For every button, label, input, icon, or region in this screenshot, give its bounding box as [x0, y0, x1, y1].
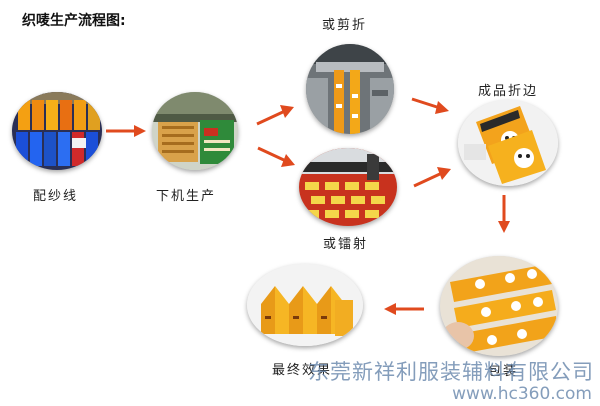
- arrow-down-right-icon: [411, 97, 449, 114]
- arrow-up-right-icon: [413, 167, 451, 188]
- loom-machine-photo: [152, 92, 238, 170]
- step-label-packing: 包装: [488, 364, 519, 379]
- laser-cutting-photo: [299, 148, 397, 226]
- arrow-down-right-icon: [257, 146, 295, 167]
- step-label-final-result: 最终效果: [272, 363, 333, 378]
- finished-labels-photo: [247, 264, 363, 346]
- step-label-yarn: 配纱线: [33, 189, 79, 204]
- cutting-folding-machine-photo: [306, 44, 394, 134]
- step-label-weaving: 下机生产: [156, 189, 217, 204]
- watermark-url: www.hc360.com: [452, 384, 592, 404]
- packing-photo: [440, 256, 558, 356]
- yarn-spools-photo: [12, 92, 102, 170]
- folded-labels-photo: [458, 100, 558, 186]
- watermark-company: 东莞新祥利服装辅料有限公司: [308, 360, 594, 384]
- arrow-right-icon: [106, 125, 146, 137]
- arrow-left-icon: [384, 303, 424, 315]
- step-label-cut-fold: 或剪折: [322, 18, 368, 33]
- step-label-laser: 或镭射: [323, 237, 369, 252]
- arrow-down-icon: [498, 195, 510, 233]
- arrow-up-right-icon: [256, 105, 294, 126]
- step-label-finished-edge: 成品折边: [478, 84, 539, 99]
- diagram-title: 织唛生产流程图:: [22, 13, 126, 29]
